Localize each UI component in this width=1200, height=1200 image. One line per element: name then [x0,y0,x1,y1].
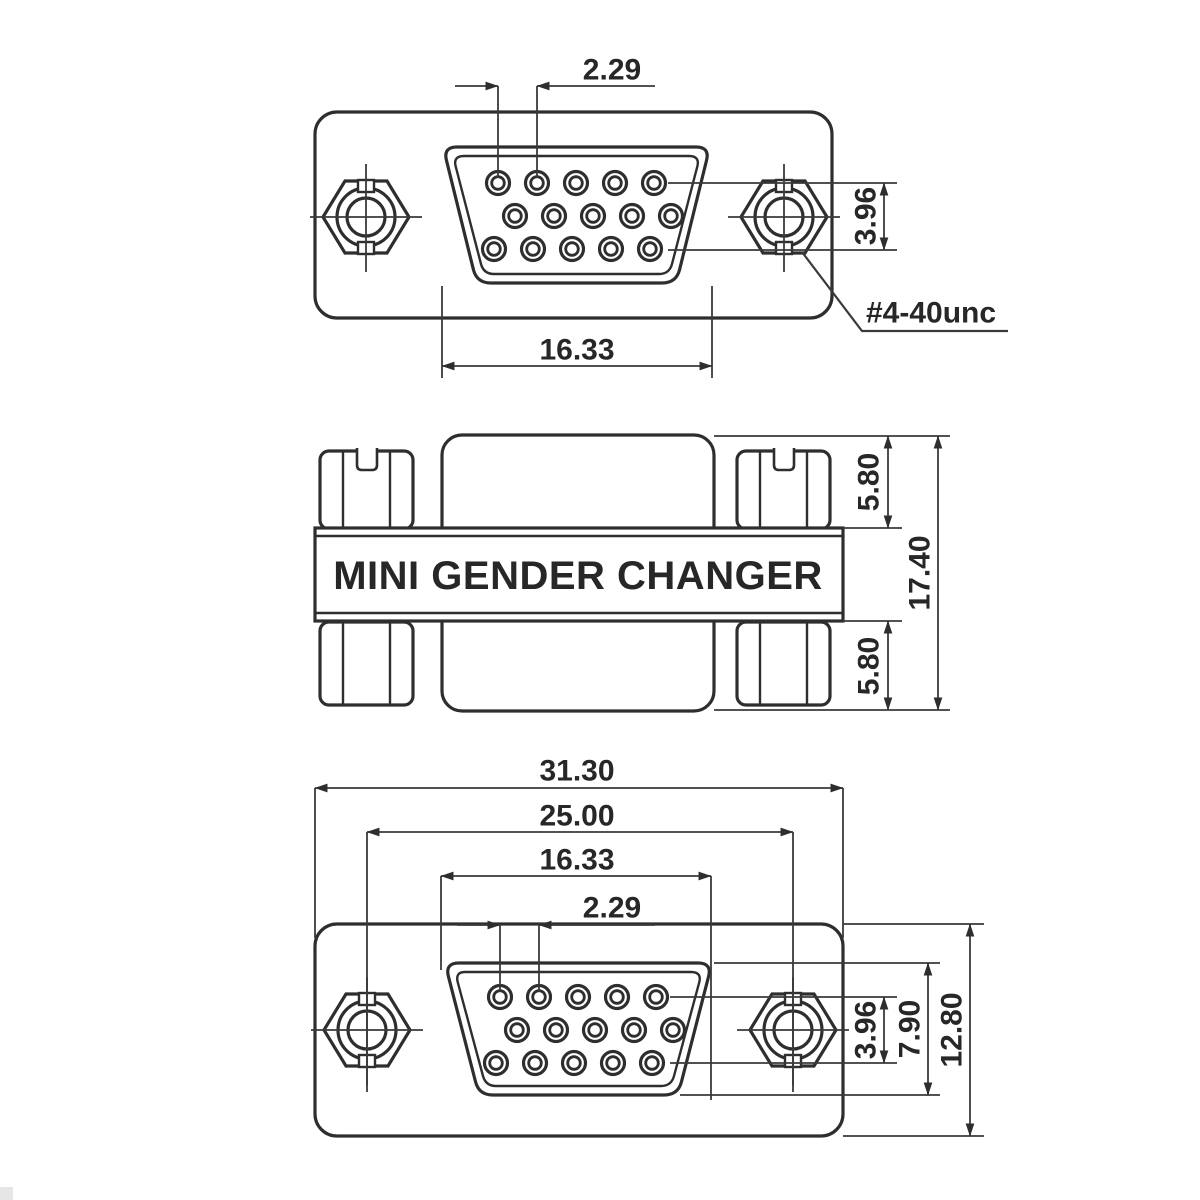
dim-value-pin-pitch: 2.29 [583,892,641,925]
dim-body-height: 12.80 [843,923,984,1137]
pin-hole [521,1049,549,1077]
jack-screw-bottom-right [735,620,832,707]
screw-slot [772,448,796,472]
pin-hole [636,235,664,263]
pin-hole [480,235,508,263]
product-label: MINI GENDER CHANGER [333,554,823,598]
pin-hole [540,202,568,230]
jack-screw-top-left [318,448,415,531]
dim-overall-width: 31.30 [314,755,844,938]
pin-hole [579,202,607,230]
flange-band-outline [313,526,845,623]
pin-hole [638,1049,666,1077]
pin-hole [501,202,529,230]
jack-screw-top-right [735,448,832,531]
dim-row-height-top: 3.96 [668,182,897,251]
dim-screw-spacing: 25.00 [366,800,794,1092]
dim-value-row-height: 3.96 [850,1001,883,1059]
pin-hole [482,1049,510,1077]
dim-overall-height: 17.40 [904,435,943,711]
pin-hole [640,169,668,197]
screw-slot [355,448,379,472]
pin-hole [564,983,592,1011]
side-view: MINI GENDER CHANGER 5.80 5.80 17.40 [313,433,950,713]
dsub-shell-inner [454,154,699,276]
thread-callout: #4-40unc [801,251,1008,333]
front-view-bottom: 31.30 25.00 16.33 2.29 [309,755,984,1138]
dim-dsub-height: 7.90 [680,962,940,1096]
dsub-shell-inner [456,970,701,1088]
pin-hole [599,1049,627,1077]
jack-screw-bottom-left [318,620,415,707]
flange-band: MINI GENDER CHANGER [313,526,845,623]
thread-label: #4-40unc [866,297,996,330]
pin-hole [542,1016,570,1044]
dim-value-dsub-height: 7.90 [894,1000,927,1058]
dim-value-dsub-width: 16.33 [539,844,614,877]
pin-hole [603,983,631,1011]
dim-value-screw-spacing: 25.00 [539,800,614,833]
pin-hole [657,202,685,230]
pin-hole [562,169,590,197]
dim-value-top-screw: 5.80 [853,453,886,511]
dim-bottom-screw-height: 5.80 [714,620,950,711]
leader-line [801,251,1008,333]
pin-hole [659,1016,687,1044]
dim-row-height-bottom: 3.96 [670,996,897,1064]
pin-hole [503,1016,531,1044]
pin-hole [597,235,625,263]
pin-hole [620,1016,648,1044]
dim-dsub-width-top: 16.33 [441,286,713,378]
front-view-top: 2.29 16.33 3.96 #4-40unc [308,54,1008,378]
pin-hole [642,983,670,1011]
pin-hole [581,1016,609,1044]
pin-hole [558,235,586,263]
dim-pin-pitch-top: 2.29 [455,54,655,178]
pin-hole [560,1049,588,1077]
dim-value-dsub-width: 16.33 [539,334,614,367]
dim-value-body-height: 12.80 [936,992,969,1067]
dim-value-overall-height: 17.40 [904,535,937,610]
dim-value-bottom-screw: 5.80 [853,637,886,695]
pin-hole [618,202,646,230]
pin-hole [601,169,629,197]
dim-value-overall-width: 31.30 [539,755,614,788]
pin-hole [519,235,547,263]
scan-artifact [0,1187,13,1200]
dim-value-row-height: 3.96 [850,187,883,245]
dim-top-screw-height: 5.80 [714,435,950,529]
dim-value-pin-pitch: 2.29 [583,54,641,87]
dim-pin-pitch-bottom: 2.29 [457,892,655,992]
